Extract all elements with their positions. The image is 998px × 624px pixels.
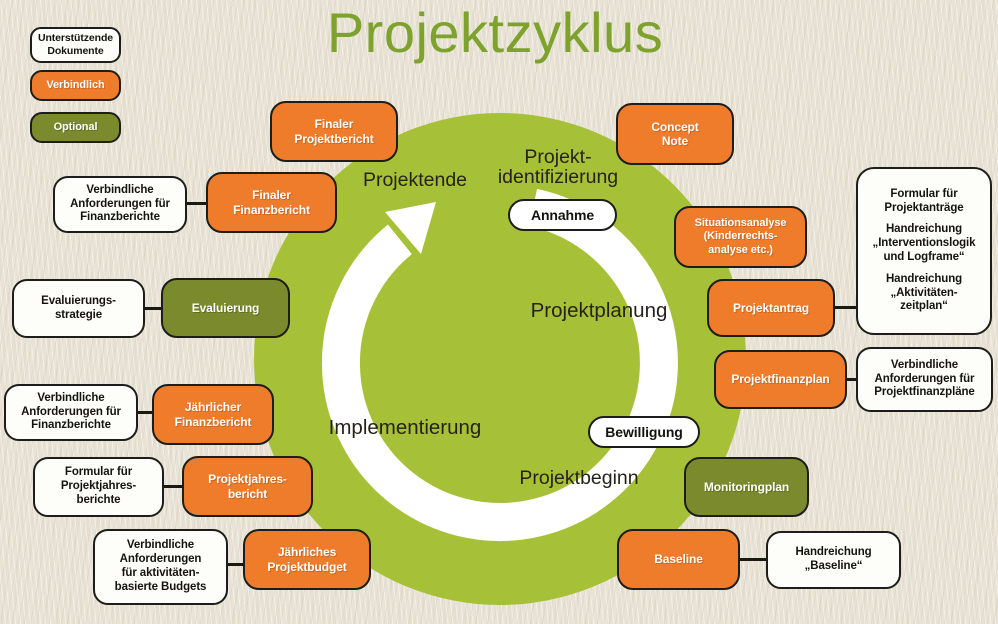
- box-concept-note: Concept Note: [616, 103, 734, 165]
- phase-projektplanung: Projektplanung: [530, 299, 668, 322]
- doc-verbindliche-budgets: Verbindliche Anforderungen für aktivität…: [93, 529, 228, 605]
- box-baseline: Baseline: [617, 529, 740, 590]
- connector-finanzplan-anforderungen: [842, 378, 860, 381]
- phase-implementierung: Implementierung: [328, 416, 482, 439]
- box-jaehrliches-projektbudget: Jährliches Projektbudget: [243, 529, 371, 590]
- doc-evaluierungsstrategie: Evaluierungs- strategie: [12, 279, 145, 338]
- cycle-ring: [321, 188, 678, 541]
- doc-verbindliche-projektfinanzplaene: Verbindliche Anforderungen für Projektfi…: [856, 347, 993, 412]
- box-monitoringplan: Monitoringplan: [684, 457, 809, 517]
- connector-antrag-formulare: [830, 306, 860, 309]
- doc-verbindliche-finanzberichte-2: Verbindliche Anforderungen für Finanzber…: [4, 384, 138, 441]
- connector-finanzberichte-finaler: [180, 202, 210, 205]
- milestone-bewilligung: Bewilligung: [588, 416, 700, 448]
- legend-supporting-documents: Unterstützende Dokumente: [30, 27, 121, 63]
- connector-baseline-handreichung: [735, 558, 770, 561]
- milestone-annahme: Annahme: [508, 199, 617, 231]
- box-finaler-finanzbericht: Finaler Finanzbericht: [206, 172, 337, 233]
- doc-handreichung-aktivitaetenzeitplan: Handreichung „Aktivitäten- zeitplan“: [885, 272, 963, 313]
- box-evaluierung: Evaluierung: [161, 278, 290, 338]
- box-situationsanalyse: Situationsanalyse (Kinderrechts- analyse…: [674, 206, 807, 268]
- connector-budgets-projektbudget: [221, 563, 247, 566]
- box-projektantrag: Projektantrag: [707, 279, 835, 337]
- doc-handreichung-interventionslogik: Handreichung „Interventionslogik und Log…: [872, 223, 976, 263]
- box-jaehrlicher-finanzbericht: Jährlicher Finanzbericht: [152, 384, 274, 445]
- box-projektfinanzplan: Projektfinanzplan: [714, 350, 847, 409]
- box-projektjahresbericht: Projektjahres- bericht: [182, 456, 313, 517]
- legend-optional: Optional: [30, 112, 121, 143]
- connector-finanzberichte-jaehrlicher: [132, 411, 156, 414]
- connector-strategie-evaluierung: [138, 307, 166, 310]
- phase-projektidentifizierung: Projekt- identifizierung: [497, 146, 619, 189]
- phase-projektbeginn: Projektbeginn: [519, 467, 639, 489]
- doc-verbindliche-finanzberichte-1: Verbindliche Anforderungen für Finanzber…: [53, 176, 187, 233]
- cycle-arrowhead-icon: [385, 202, 436, 254]
- phase-projektende: Projektende: [362, 169, 468, 191]
- legend-mandatory: Verbindlich: [30, 70, 121, 101]
- doc-projektantraege-handreichungen: Formular für Projektanträge Handreichung…: [856, 167, 992, 335]
- page-title: Projektzyklus: [326, 1, 664, 64]
- doc-formular-projektantraege: Formular für Projektanträge: [884, 187, 964, 214]
- box-finaler-projektbericht: Finaler Projektbericht: [270, 101, 398, 162]
- connector-formular-jahresbericht: [158, 485, 186, 488]
- doc-formular-projektjahresberichte: Formular für Projektjahres- berichte: [33, 457, 164, 517]
- doc-handreichung-baseline: Handreichung „Baseline“: [766, 531, 901, 589]
